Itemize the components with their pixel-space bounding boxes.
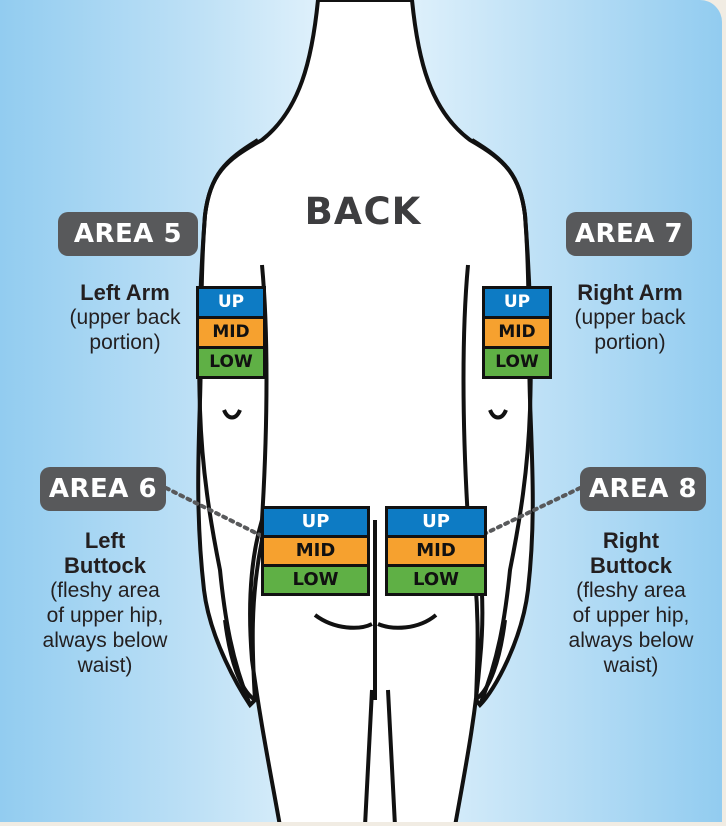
area-5-badge: AREA 5 (58, 212, 198, 256)
left-buttock-zone-stack: UP MID LOW (261, 506, 370, 596)
area-6-name-1: Left (14, 528, 196, 553)
left-arm-mid-band: MID (199, 316, 263, 346)
area-6-label: Left Buttock (fleshy area of upper hip, … (14, 528, 196, 678)
area-8-name-2: Buttock (540, 553, 722, 578)
right-arm-up-band: UP (485, 289, 549, 316)
left-arm-up-band: UP (199, 289, 263, 316)
right-buttock-low-band: LOW (388, 564, 484, 593)
area-7-badge: AREA 7 (566, 212, 692, 256)
area-7-desc-1: (upper back (540, 305, 720, 330)
area-8-label: Right Buttock (fleshy area of upper hip,… (540, 528, 722, 678)
left-buttock-mid-band: MID (264, 535, 367, 564)
area-6-desc-2: of upper hip, (14, 603, 196, 628)
area-6-desc-1: (fleshy area (14, 578, 196, 603)
area-8-desc-2: of upper hip, (540, 603, 722, 628)
area-6-badge: AREA 6 (40, 467, 166, 511)
area-8-desc-3: always below (540, 628, 722, 653)
right-arm-low-band: LOW (485, 346, 549, 376)
area-8-desc-1: (fleshy area (540, 578, 722, 603)
area-7-name: Right Arm (540, 280, 720, 305)
area-5-name: Left Arm (30, 280, 220, 305)
area-7-label: Right Arm (upper back portion) (540, 280, 720, 355)
left-buttock-up-band: UP (264, 509, 367, 535)
right-buttock-zone-stack: UP MID LOW (385, 506, 487, 596)
area-6-desc-3: always below (14, 628, 196, 653)
right-buttock-mid-band: MID (388, 535, 484, 564)
area-7-desc-2: portion) (540, 330, 720, 355)
area-5-label: Left Arm (upper back portion) (30, 280, 220, 355)
left-arm-zone-stack: UP MID LOW (196, 286, 266, 379)
area-6-desc-4: waist) (14, 653, 196, 678)
left-arm-low-band: LOW (199, 346, 263, 376)
left-buttock-low-band: LOW (264, 564, 367, 593)
area-8-badge: AREA 8 (580, 467, 706, 511)
right-arm-zone-stack: UP MID LOW (482, 286, 552, 379)
right-buttock-up-band: UP (388, 509, 484, 535)
area-8-desc-4: waist) (540, 653, 722, 678)
area-5-desc-2: portion) (30, 330, 220, 355)
area-6-name-2: Buttock (14, 553, 196, 578)
right-arm-mid-band: MID (485, 316, 549, 346)
area-8-name-1: Right (540, 528, 722, 553)
area-5-desc-1: (upper back (30, 305, 220, 330)
